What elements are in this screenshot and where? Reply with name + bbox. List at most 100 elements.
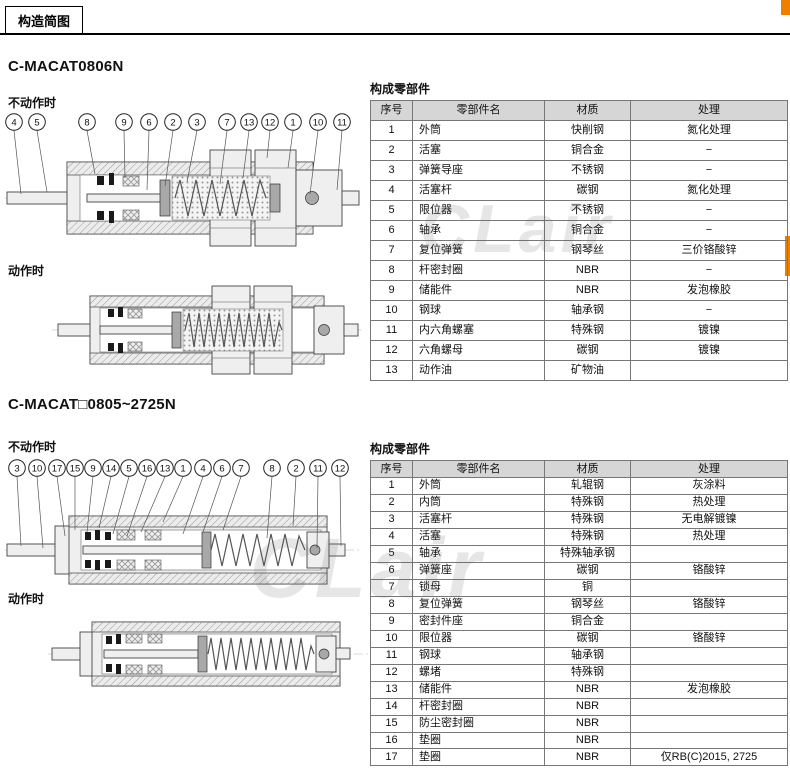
callout-circle <box>309 113 327 131</box>
callout-number: 12 <box>335 463 346 474</box>
cell-material: 碳钢 <box>544 339 631 361</box>
cell-part-name: 杆密封圈 <box>412 697 545 716</box>
steel-ball <box>305 191 319 205</box>
callout-number: 14 <box>106 463 117 474</box>
state-label-active-2: 动作时 <box>8 592 45 606</box>
callout-circle <box>156 459 174 477</box>
cell-material: 轴承钢 <box>544 299 631 321</box>
parts-table-title: 构成零部件 <box>370 82 431 96</box>
end-cap <box>295 169 343 227</box>
callout-circle <box>102 459 120 477</box>
steel-ball <box>309 544 321 556</box>
callout-number: 10 <box>313 117 324 128</box>
callout-circle <box>188 113 206 131</box>
cell-treatment <box>630 544 788 563</box>
cell-no: 1 <box>370 119 413 141</box>
steel-ball <box>318 648 330 660</box>
cell-no: 13 <box>370 680 413 699</box>
cell-treatment: 氮化处理 <box>630 179 788 201</box>
cell-material: NBR <box>544 259 631 281</box>
catalog-tab-marker-top <box>781 0 790 15</box>
cell-treatment: − <box>630 219 788 241</box>
table-row: 1 外筒 轧辊钢 灰涂料 <box>370 476 788 495</box>
table-row: 8 杆密封圈 NBR − <box>370 259 788 281</box>
cell-material: 快削钢 <box>544 119 631 141</box>
cell-material: 特殊钢 <box>544 319 631 341</box>
callout-number: 6 <box>146 117 151 128</box>
cell-treatment: − <box>630 299 788 321</box>
cell-part-name: 储能件 <box>412 279 545 301</box>
col-header-treatment: 处理 <box>630 460 788 478</box>
cell-treatment: 仅RB(C)2015, 2725 <box>630 748 788 767</box>
parts-section-0805-2725n: 构成零部件 序号 零部件名 材质 处理 1 外筒 轧辊钢 灰涂料 2 <box>370 440 788 767</box>
cell-material: 碳钢 <box>544 179 631 201</box>
callout-circle <box>8 459 26 477</box>
page-title: 构造简图 <box>5 6 84 33</box>
cell-treatment: 热处理 <box>630 493 788 512</box>
cell-material: 铜合金 <box>544 219 631 241</box>
cell-no: 12 <box>370 339 413 361</box>
cell-part-name: 内六角螺塞 <box>412 319 545 341</box>
table-row: 2 内筒 特殊钢 热处理 <box>370 493 788 512</box>
col-header-material: 材质 <box>544 100 631 121</box>
cell-treatment: 热处理 <box>630 527 788 546</box>
cell-no: 1 <box>370 476 413 495</box>
cell-material: 铜 <box>544 578 631 597</box>
model-heading-0806n: C-MACAT0806N <box>8 58 124 75</box>
cell-treatment <box>630 714 788 733</box>
cell-no: 4 <box>370 179 413 201</box>
cell-material: NBR <box>544 697 631 716</box>
steel-ball <box>318 324 330 336</box>
cell-no: 2 <box>370 139 413 161</box>
cell-part-name: 螺堵 <box>412 663 545 682</box>
cell-part-name: 轴承 <box>412 544 545 563</box>
cell-treatment: − <box>630 259 788 281</box>
cell-no: 10 <box>370 299 413 321</box>
cell-material: 不锈钢 <box>544 199 631 221</box>
cell-part-name: 动作油 <box>412 359 545 381</box>
cell-part-name: 内筒 <box>412 493 545 512</box>
cell-material: NBR <box>544 714 631 733</box>
cell-material: 铜合金 <box>544 139 631 161</box>
parts-table-0806n: 序号 零部件名 材质 处理 1 外筒 快削钢 氮化处理 2 活塞 铜合金 − <box>370 100 788 381</box>
table-row: 1 外筒 快削钢 氮化处理 <box>370 119 788 141</box>
cell-no: 11 <box>370 319 413 341</box>
callout-circle <box>174 459 192 477</box>
cell-part-name: 活塞杆 <box>412 179 545 201</box>
callout-circle <box>194 459 212 477</box>
table-row: 6 弹簧座 碳钢 铬酸锌 <box>370 561 788 580</box>
col-header-part: 零部件名 <box>412 100 545 121</box>
table-row: 12 螺堵 特殊钢 <box>370 663 788 682</box>
callout-circle <box>333 113 351 131</box>
table-row: 4 活塞杆 碳钢 氮化处理 <box>370 179 788 201</box>
table-row: 10 限位器 碳钢 铬酸锌 <box>370 629 788 648</box>
catalog-tab-marker-side <box>785 236 790 276</box>
cell-no: 5 <box>370 199 413 221</box>
table-row: 9 密封件座 铜合金 <box>370 612 788 631</box>
cell-no: 4 <box>370 527 413 546</box>
cell-treatment <box>630 731 788 750</box>
cell-treatment: 灰涂料 <box>630 476 788 495</box>
piston <box>159 179 171 217</box>
callout-number: 8 <box>269 463 274 474</box>
callout-circle <box>84 459 102 477</box>
state-label-inactive-2: 不动作时 <box>8 440 57 454</box>
cell-part-name: 弹簧座 <box>412 561 545 580</box>
callout-number: 7 <box>224 117 229 128</box>
callout-circle <box>263 459 281 477</box>
callout-number: 4 <box>11 117 16 128</box>
table-row: 13 动作油 矿物油 <box>370 359 788 381</box>
piston <box>171 311 182 349</box>
callout-circle <box>287 459 305 477</box>
callout-circle <box>164 113 182 131</box>
cell-treatment: 无电解镀镍 <box>630 510 788 529</box>
return-spring <box>174 177 267 217</box>
cell-material: 不锈钢 <box>544 159 631 181</box>
callout-number: 13 <box>244 117 255 128</box>
cell-part-name: 复位弹簧 <box>412 239 545 261</box>
callout-circle <box>28 459 46 477</box>
callout-number: 2 <box>293 463 298 474</box>
cell-material: 特殊轴承钢 <box>544 544 631 563</box>
